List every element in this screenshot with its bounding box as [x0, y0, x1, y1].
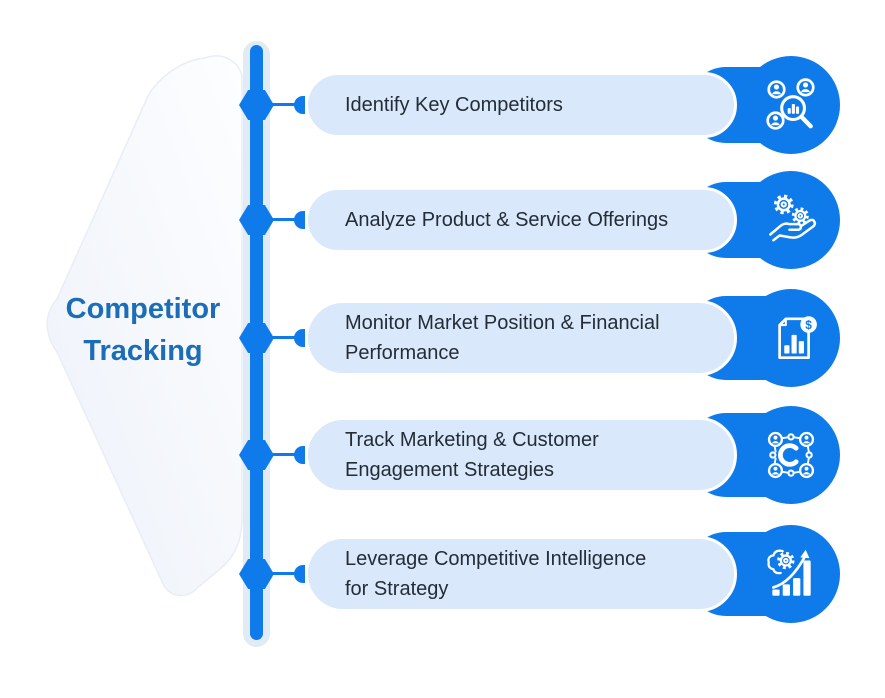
timeline-node-icon	[239, 440, 274, 470]
diagram-title: Competitor Tracking	[40, 288, 246, 372]
competitor-search-icon	[766, 78, 815, 130]
step-label: Leverage Competitive Intelligence for St…	[345, 548, 647, 600]
timeline-item-3: $ Monitor Market Position & Financial Pe…	[0, 289, 885, 387]
connector-dot-icon	[294, 96, 305, 114]
icon-circle	[742, 406, 840, 504]
icon-circle	[742, 171, 840, 269]
timeline-item-2: Analyze Product & Service Offerings	[0, 171, 885, 269]
timeline-item-5: Leverage Competitive Intelligence for St…	[0, 525, 885, 623]
diagram-title-line2: Tracking	[83, 335, 203, 367]
timeline-item-1: Identify Key Competitors	[0, 56, 885, 154]
timeline-node-icon	[239, 90, 274, 120]
diagram-title-line1: Competitor	[65, 293, 221, 325]
connector-line	[272, 103, 296, 106]
icon-circle	[742, 525, 840, 623]
connector-dot-icon	[294, 446, 305, 464]
step-pill: Track Marketing & Customer Engagement St…	[305, 417, 737, 493]
timeline-item-4: Track Marketing & Customer Engagement St…	[0, 406, 885, 504]
timeline-node-icon	[239, 205, 274, 235]
connector-dot-icon	[294, 211, 305, 229]
connector-dot-icon	[294, 329, 305, 347]
step-pill: Leverage Competitive Intelligence for St…	[305, 536, 737, 612]
connector-line	[272, 218, 296, 221]
connector-dot-icon	[294, 565, 305, 583]
timeline-node-icon	[239, 323, 274, 353]
gears-hand-icon	[769, 194, 817, 242]
financial-report-icon: $	[778, 316, 817, 360]
growth-strategy-icon	[767, 549, 811, 596]
step-label: Analyze Product & Service Offerings	[345, 209, 669, 231]
connector-line	[272, 336, 296, 339]
svg-text:$: $	[805, 318, 812, 332]
step-label: Identify Key Competitors	[345, 94, 563, 116]
connector-line	[272, 453, 296, 456]
icon-circle	[742, 56, 840, 154]
step-pill: Identify Key Competitors	[305, 72, 737, 138]
step-pill: Analyze Product & Service Offerings	[305, 187, 737, 253]
step-label: Monitor Market Position & Financial Perf…	[345, 312, 660, 364]
network-people-icon	[767, 431, 815, 479]
step-pill: Monitor Market Position & Financial Perf…	[305, 300, 737, 376]
timeline-node-icon	[239, 559, 274, 589]
icon-circle: $	[742, 289, 840, 387]
step-label: Track Marketing & Customer Engagement St…	[345, 429, 599, 481]
connector-line	[272, 572, 296, 575]
